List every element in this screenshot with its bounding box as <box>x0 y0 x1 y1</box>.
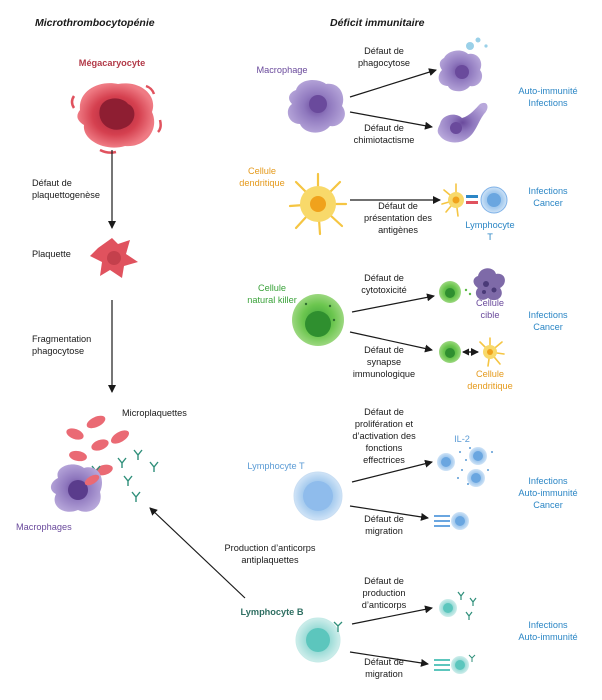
nk-target2-1: Cellule <box>476 369 504 379</box>
tcell-outcome-1: Infections <box>528 476 568 486</box>
tcell-migration-line1: Défaut de <box>364 514 404 524</box>
bcell-outcome-1: Infections <box>528 620 568 630</box>
prolif-line4: fonctions <box>366 443 403 453</box>
tcell-migration-icon <box>434 512 469 530</box>
arrow-tcell-migration <box>349 505 429 521</box>
nk-target1-1: Cellule <box>476 298 504 308</box>
tcell-migration-line2: migration <box>365 526 403 536</box>
step1-line1: Défaut de <box>32 178 72 188</box>
macrophages-label: Macrophages <box>16 522 72 532</box>
tcell-outcome-3: Cancer <box>533 500 563 510</box>
bcell-icon <box>295 617 343 663</box>
dendritic-outcome-2: Cancer <box>533 198 563 208</box>
antibodies-line2: antiplaquettes <box>241 555 299 565</box>
left-title: Microthrombocytopénie <box>35 17 155 29</box>
dendritic-label-2: dendritique <box>239 178 284 188</box>
antibody-icons <box>91 449 159 502</box>
step2-line2: phagocytose <box>32 346 84 356</box>
megakaryocyte-icon <box>70 83 162 154</box>
arrow-synapse <box>349 331 433 353</box>
cytotoxicity-line1: Défaut de <box>364 273 404 283</box>
prolif-line5: effectrices <box>363 455 405 465</box>
macrophage-label: Macrophage <box>256 65 307 75</box>
macrophage-outcome-2: Infections <box>528 98 568 108</box>
nk-outcome-1: Infections <box>528 310 568 320</box>
arrow-phagocytose <box>349 68 437 98</box>
arrow-chimiotactisme <box>349 111 433 130</box>
bcell-migration-icon <box>434 654 476 674</box>
dendritic-label-1: Cellule <box>248 166 276 176</box>
chimiotactisme-line2: chimiotactisme <box>354 135 415 145</box>
nk-label-2: natural killer <box>247 295 297 305</box>
dendritic-target-1: Lymphocyte <box>465 220 514 230</box>
il2-label: IL-2 <box>454 434 470 444</box>
nk-label-1: Cellule <box>258 283 286 293</box>
tcell-icon <box>293 471 343 521</box>
bprod-line3: d’anticorps <box>362 600 407 610</box>
nk-target1-2: cible <box>481 310 500 320</box>
macrophage-icon <box>287 80 345 133</box>
phagocytose-line2: phagocytose <box>358 58 410 68</box>
macrophage-phago-icon <box>438 37 488 92</box>
prolif-line1: Défaut de <box>364 407 404 417</box>
dendritic-icon <box>288 172 348 236</box>
nk-outcome-2: Cancer <box>533 322 563 332</box>
step2-line1: Fragmentation <box>32 334 91 344</box>
bprod-line1: Défaut de <box>364 576 404 586</box>
bprod-line2: production <box>363 588 406 598</box>
synapse-line3: immunologique <box>353 369 415 379</box>
nk-target-icon <box>439 268 505 303</box>
prolif-line2: prolifération et <box>355 419 414 429</box>
tcell-outcome-2: Auto-immunité <box>518 488 577 498</box>
tcell-prolif-icon: IL-2 <box>437 434 493 487</box>
nk-target2-2: dendritique <box>467 381 512 391</box>
platelet-label: Plaquette <box>32 249 71 259</box>
bcell-outcome-2: Auto-immunité <box>518 632 577 642</box>
synapse-line1: Défaut de <box>364 345 404 355</box>
cytotoxicity-line2: cytotoxicité <box>361 285 406 295</box>
bcell-migration-line1: Défaut de <box>364 657 404 667</box>
right-title: Déficit immunitaire <box>330 17 425 29</box>
megakaryocyte-label: Mégacaryocyte <box>79 58 145 68</box>
arrow-proliferation <box>351 459 433 483</box>
bcell-migration-line2: migration <box>365 669 403 679</box>
antibodies-line1: Production d’anticorps <box>225 543 316 553</box>
dendritic-target-2: T <box>487 232 493 242</box>
prolif-line3: d’activation des <box>352 431 416 441</box>
macrophages-icon <box>50 464 103 512</box>
macrophage-chemo-icon <box>437 102 488 143</box>
macrophage-outcome-1: Auto-immunité <box>518 86 577 96</box>
arrow-bcell-migration <box>349 651 429 667</box>
presentation-line3: antigènes <box>378 225 418 235</box>
synapse-line2: synapse <box>367 357 401 367</box>
chimiotactisme-line1: Défaut de <box>364 123 404 133</box>
tcell-label: Lymphocyte T <box>247 461 305 471</box>
nk-synapse-icon <box>439 337 505 367</box>
platelet-icon <box>90 238 138 278</box>
nk-icon <box>292 294 344 346</box>
bcell-label: Lymphocyte B <box>241 607 304 617</box>
arrow-antibody-production <box>351 605 433 625</box>
dendritic-tcell-icon <box>441 183 508 217</box>
arrow-bcell-antibodies <box>149 507 246 599</box>
phagocytose-line1: Défaut de <box>364 46 404 56</box>
presentation-line1: Défaut de <box>378 201 418 211</box>
bcell-antibody-icon <box>439 591 477 620</box>
dendritic-outcome-1: Infections <box>528 186 568 196</box>
step1-line2: plaquettogenèse <box>32 190 100 200</box>
presentation-line2: présentation des <box>364 213 432 223</box>
microplatelets-label: Microplaquettes <box>122 408 187 418</box>
arrow-cytotoxicity <box>351 293 435 313</box>
